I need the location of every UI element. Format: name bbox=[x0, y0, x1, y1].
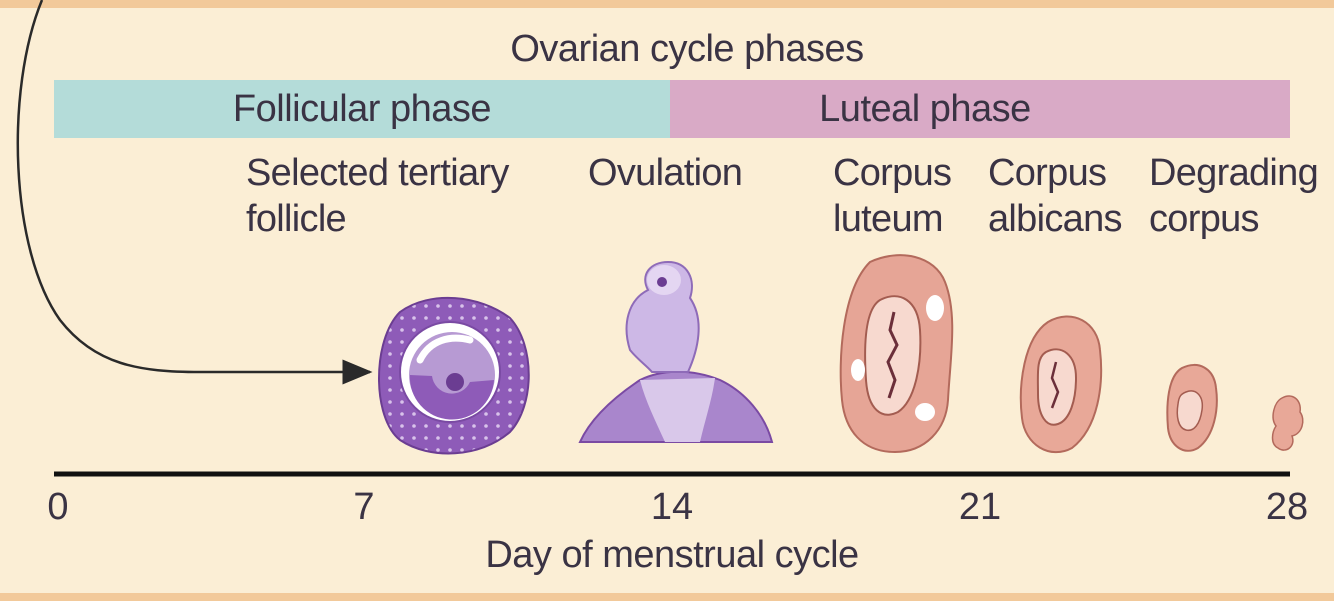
stage-label-corpus-albicans: Corpus albicans bbox=[988, 152, 1123, 240]
stage-label-degrading-corpus: Degrading corpus bbox=[1149, 152, 1319, 240]
follicular-phase-label: Follicular phase bbox=[232, 87, 492, 130]
bottom-border bbox=[0, 593, 1334, 601]
day-tick-14: 14 bbox=[650, 486, 694, 528]
corpus-luteum-illustration bbox=[839, 254, 954, 454]
day-tick-28: 28 bbox=[1265, 486, 1309, 528]
ovulation-illustration bbox=[578, 260, 774, 443]
tertiary-follicle-illustration bbox=[378, 296, 530, 455]
day-tick-0: 0 bbox=[47, 486, 69, 528]
day-tick-21: 21 bbox=[958, 486, 1002, 528]
follicular-phase-bar: Follicular phase bbox=[54, 80, 670, 138]
luteal-phase-bar: Luteal phase bbox=[670, 80, 1290, 138]
day-tick-7: 7 bbox=[353, 486, 375, 528]
degrading-corpus-illustration bbox=[1166, 363, 1218, 452]
top-border bbox=[0, 0, 1334, 8]
stage-label-tertiary-follicle: Selected tertiary follicle bbox=[246, 152, 509, 240]
axis-label: Day of menstrual cycle bbox=[485, 534, 859, 576]
corpus-remnant-illustration bbox=[1271, 395, 1304, 451]
corpus-albicans-illustration bbox=[1019, 315, 1103, 454]
stage-label-ovulation: Ovulation bbox=[588, 152, 743, 194]
stage-label-corpus-luteum: Corpus luteum bbox=[833, 152, 952, 240]
luteal-phase-label: Luteal phase bbox=[819, 87, 1031, 130]
diagram-title: Ovarian cycle phases bbox=[510, 28, 864, 70]
curved-arrow bbox=[16, 0, 373, 385]
